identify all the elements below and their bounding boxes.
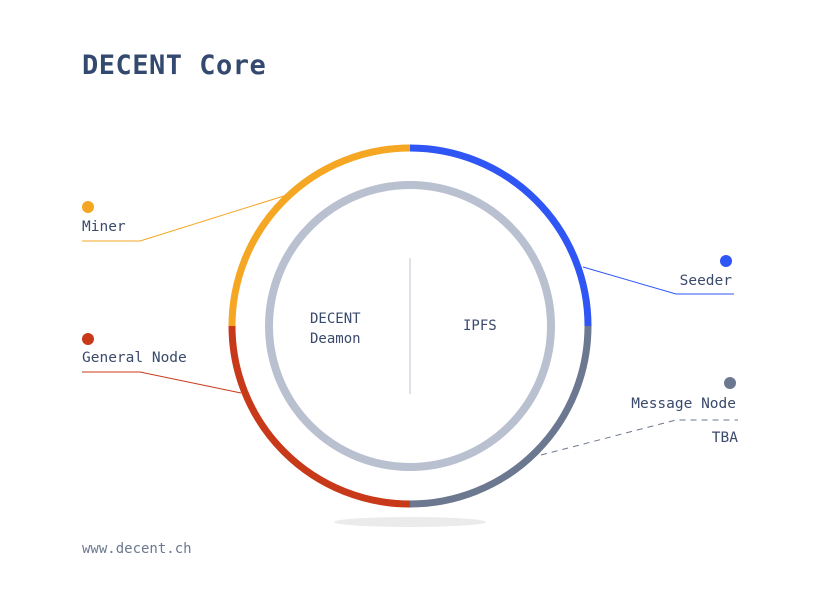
decent-deamon-label: DECENT Deamon [310, 309, 361, 349]
ring-shadow [334, 517, 486, 527]
connector-general-node [82, 371, 242, 394]
connector-message-node [540, 419, 738, 456]
segment-miner [228, 144, 411, 327]
miner-label: Miner [82, 219, 126, 235]
decent-deamon-line1: DECENT [310, 311, 361, 327]
general-node-dot-icon [82, 333, 94, 345]
decent-deamon-line2: Deamon [310, 331, 361, 347]
footer-url: www.decent.ch [82, 541, 192, 557]
seeder-dot-icon [720, 255, 732, 267]
segment-general-node [228, 325, 411, 508]
general-node-label: General Node [82, 350, 187, 366]
miner-dot-icon [82, 201, 94, 213]
segment-seeder [409, 144, 592, 327]
message-node-dot-icon [724, 377, 736, 389]
connector-miner [82, 194, 288, 242]
seeder-label: Seeder [679, 273, 732, 289]
message-node-tba: TBA [711, 430, 738, 446]
connector-seeder [582, 266, 734, 295]
page-title: DECENT Core [82, 50, 267, 81]
segment-message-node [409, 325, 592, 508]
inner-ring [265, 181, 555, 471]
ipfs-label: IPFS [463, 318, 497, 334]
message-node-label: Message Node [631, 396, 736, 412]
